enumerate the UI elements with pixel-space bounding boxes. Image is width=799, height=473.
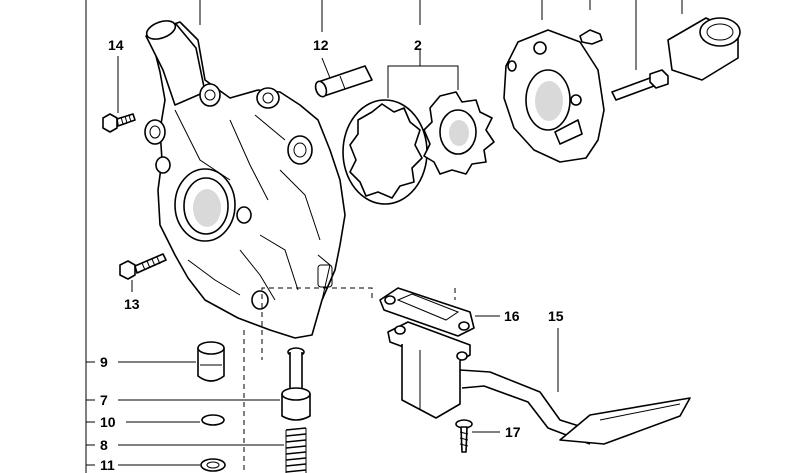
relief-valve-7 [281, 347, 311, 421]
outer-rotor [342, 99, 428, 205]
pump-housing [144, 20, 346, 339]
bolt-13 [119, 253, 167, 280]
bushing-9 [197, 341, 225, 382]
o-ring-10 [201, 414, 225, 426]
callout-13: 13 [124, 296, 140, 312]
callout-9: 9 [100, 354, 108, 370]
assembly-guide-dashed [261, 287, 373, 360]
callout-7: 7 [100, 392, 108, 408]
bolt-4 [611, 69, 669, 101]
gasket-16 [379, 287, 475, 337]
callout-17: 17 [505, 424, 521, 440]
spring-8 [285, 427, 307, 473]
inner-rotor [423, 91, 495, 175]
bolt-14 [102, 113, 136, 133]
callout-8: 8 [100, 437, 108, 453]
screw-6 [579, 29, 603, 45]
callout-16: 16 [504, 308, 520, 324]
circlip-11 [200, 458, 226, 472]
callout-15: 15 [548, 308, 564, 324]
callout-12: 12 [313, 37, 329, 53]
callout-2: 2 [414, 37, 422, 53]
screw-17 [455, 419, 473, 453]
callout-14: 14 [108, 37, 124, 53]
dowel-pin-12 [314, 65, 373, 98]
pump-cover [503, 29, 605, 163]
oil-pickup-15 [387, 321, 691, 445]
callout-10: 10 [100, 414, 116, 430]
sleeve-3 [667, 17, 741, 81]
callout-11: 11 [100, 457, 115, 473]
